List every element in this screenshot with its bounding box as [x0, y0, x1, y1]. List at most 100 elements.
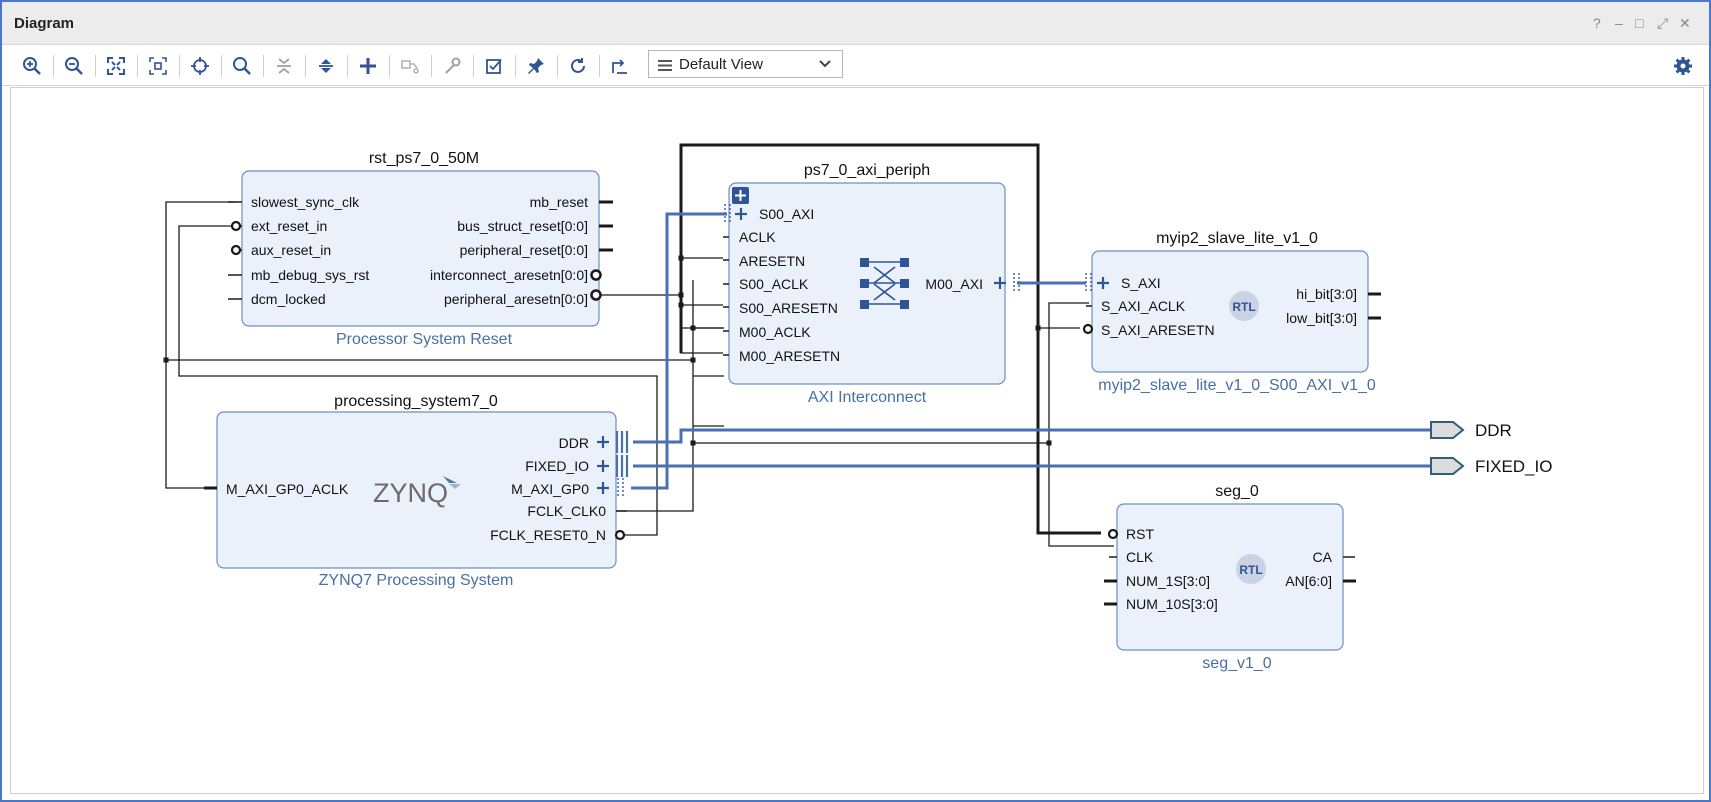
regenerate-icon[interactable] [563, 51, 593, 81]
block-name: rst_ps7_0_50M [369, 150, 479, 167]
zynq-logo: ZYNQ [373, 476, 461, 508]
active-low-pin [614, 529, 626, 541]
port-label: NUM_1S[3:0] [1126, 573, 1210, 589]
help-icon[interactable]: ? [1593, 15, 1601, 31]
active-low-pin [230, 244, 242, 256]
port-label: S_AXI_ACLK [1101, 298, 1186, 314]
svg-text:ZYNQ: ZYNQ [373, 478, 448, 508]
block-type: AXI Interconnect [808, 389, 927, 406]
port-pins [1368, 292, 1381, 320]
port-label: NUM_10S[3:0] [1126, 596, 1218, 612]
port-label: AN[6:0] [1285, 573, 1332, 589]
optimize-routing-icon[interactable] [605, 51, 635, 81]
bus-interface-marker [617, 478, 624, 498]
port-arrow-icon [1430, 421, 1465, 439]
float-icon[interactable]: ⤢ [1657, 15, 1669, 31]
block-type: Processor System Reset [336, 331, 513, 348]
port-pins [1104, 579, 1356, 606]
toolbar: Default View [2, 45, 1709, 86]
window-title: Diagram [14, 15, 75, 32]
active-low-pin [1082, 323, 1094, 335]
external-port-ddr[interactable]: DDR [1430, 421, 1512, 440]
interconnect-aresetn-net [679, 143, 1101, 535]
expand-block-icon[interactable] [732, 187, 749, 204]
rtl-badge-icon: RTL [1236, 554, 1266, 584]
block-name: myip2_slave_lite_v1_0 [1156, 230, 1318, 247]
port-label: M00_ARESETN [739, 348, 840, 364]
svg-text:RTL: RTL [1239, 563, 1262, 577]
block-type: myip2_slave_lite_v1_0_S00_AXI_v1_0 [1098, 377, 1376, 394]
port-label: peripheral_reset[0:0] [460, 242, 588, 258]
block-ps7-0-axi-periph[interactable]: ps7_0_axi_periph AXI Interconnect S00_AX… [723, 162, 1020, 406]
junction-dots [163, 255, 1052, 446]
view-select[interactable]: Default View [648, 50, 843, 78]
title-bar: Diagram ? – □ ⤢ ✕ [2, 2, 1709, 45]
port-label: S_AXI [1121, 275, 1161, 291]
bus-plus-icon [735, 208, 1006, 289]
fit-selection-icon[interactable] [143, 51, 173, 81]
gear-icon[interactable] [1668, 51, 1698, 81]
active-low-pin [230, 220, 242, 232]
diagram-canvas[interactable]: rst_ps7_0_50M Processor System Reset slo… [10, 87, 1704, 794]
block-body [1091, 250, 1369, 373]
add-ip-icon[interactable] [353, 51, 383, 81]
zoom-out-icon[interactable] [59, 51, 89, 81]
expand-all-icon[interactable] [311, 51, 341, 81]
bus-interface-marker [615, 431, 629, 477]
port-label: FIXED_IO [525, 458, 589, 474]
validate-icon[interactable] [479, 51, 509, 81]
port-label: FCLK_CLK0 [527, 503, 606, 519]
svg-text:RTL: RTL [1232, 300, 1255, 314]
port-label: M_AXI_GP0_ACLK [226, 481, 349, 497]
minimize-icon[interactable]: – [1615, 15, 1623, 31]
port-label: S00_AXI [759, 206, 814, 222]
block-rst-ps7-0-50m[interactable]: rst_ps7_0_50M Processor System Reset slo… [228, 150, 613, 348]
active-low-pin [1107, 528, 1119, 540]
port-label: CA [1313, 549, 1333, 565]
view-select-value: Default View [679, 56, 763, 73]
port-label: ACLK [739, 229, 776, 245]
port-label: bus_struct_reset[0:0] [457, 218, 588, 234]
port-label: FCLK_RESET0_N [490, 527, 606, 543]
zoom-in-icon[interactable] [17, 51, 47, 81]
port-label: S_AXI_ARESETN [1101, 322, 1215, 338]
search-icon[interactable] [227, 51, 257, 81]
bus-plus-icon [597, 436, 609, 494]
active-low-pin [590, 289, 602, 301]
block-name: seg_0 [1215, 483, 1259, 500]
port-label: aux_reset_in [251, 242, 331, 258]
block-processing-system7-0[interactable]: processing_system7_0 ZYNQ7 Processing Sy… [204, 393, 629, 589]
port-label: slowest_sync_clk [251, 194, 360, 210]
port-label: M_AXI_GP0 [511, 481, 589, 497]
port-label: S00_ACLK [739, 276, 809, 292]
external-port-label: DDR [1475, 421, 1512, 440]
port-label: ext_reset_in [251, 218, 327, 234]
port-label: M00_AXI [925, 276, 983, 292]
external-port-fixed-io[interactable]: FIXED_IO [1430, 457, 1552, 476]
crossbar-icon [860, 258, 909, 309]
port-pins [723, 236, 729, 356]
fit-view-icon[interactable] [101, 51, 131, 81]
port-label: mb_reset [530, 194, 588, 210]
collapse-all-icon[interactable] [269, 51, 299, 81]
port-label: CLK [1126, 549, 1154, 565]
make-connection-icon[interactable] [395, 51, 425, 81]
block-myip2-slave-lite[interactable]: myip2_slave_lite_v1_0 myip2_slave_lite_v… [1082, 230, 1381, 394]
bus-plus-icon [1097, 277, 1109, 289]
maximize-icon[interactable]: □ [1635, 15, 1644, 31]
interface-buses [631, 212, 1431, 490]
port-label: peripheral_aresetn[0:0] [444, 291, 588, 307]
block-seg-0[interactable]: seg_0 seg_v1_0 RST CLK NUM_1S[3:0] NUM_1… [1104, 483, 1356, 672]
autoconnect-icon[interactable] [185, 51, 215, 81]
block-name: processing_system7_0 [334, 393, 498, 410]
chevron-down-icon [819, 60, 831, 68]
bus-interface-marker [724, 204, 1020, 293]
rtl-badge-icon: RTL [1229, 291, 1259, 321]
port-label: S00_ARESETN [739, 300, 838, 316]
pin-icon[interactable] [521, 51, 551, 81]
block-body [216, 411, 617, 569]
close-icon[interactable]: ✕ [1679, 15, 1691, 31]
port-label: dcm_locked [251, 291, 326, 307]
customize-icon[interactable] [437, 51, 467, 81]
